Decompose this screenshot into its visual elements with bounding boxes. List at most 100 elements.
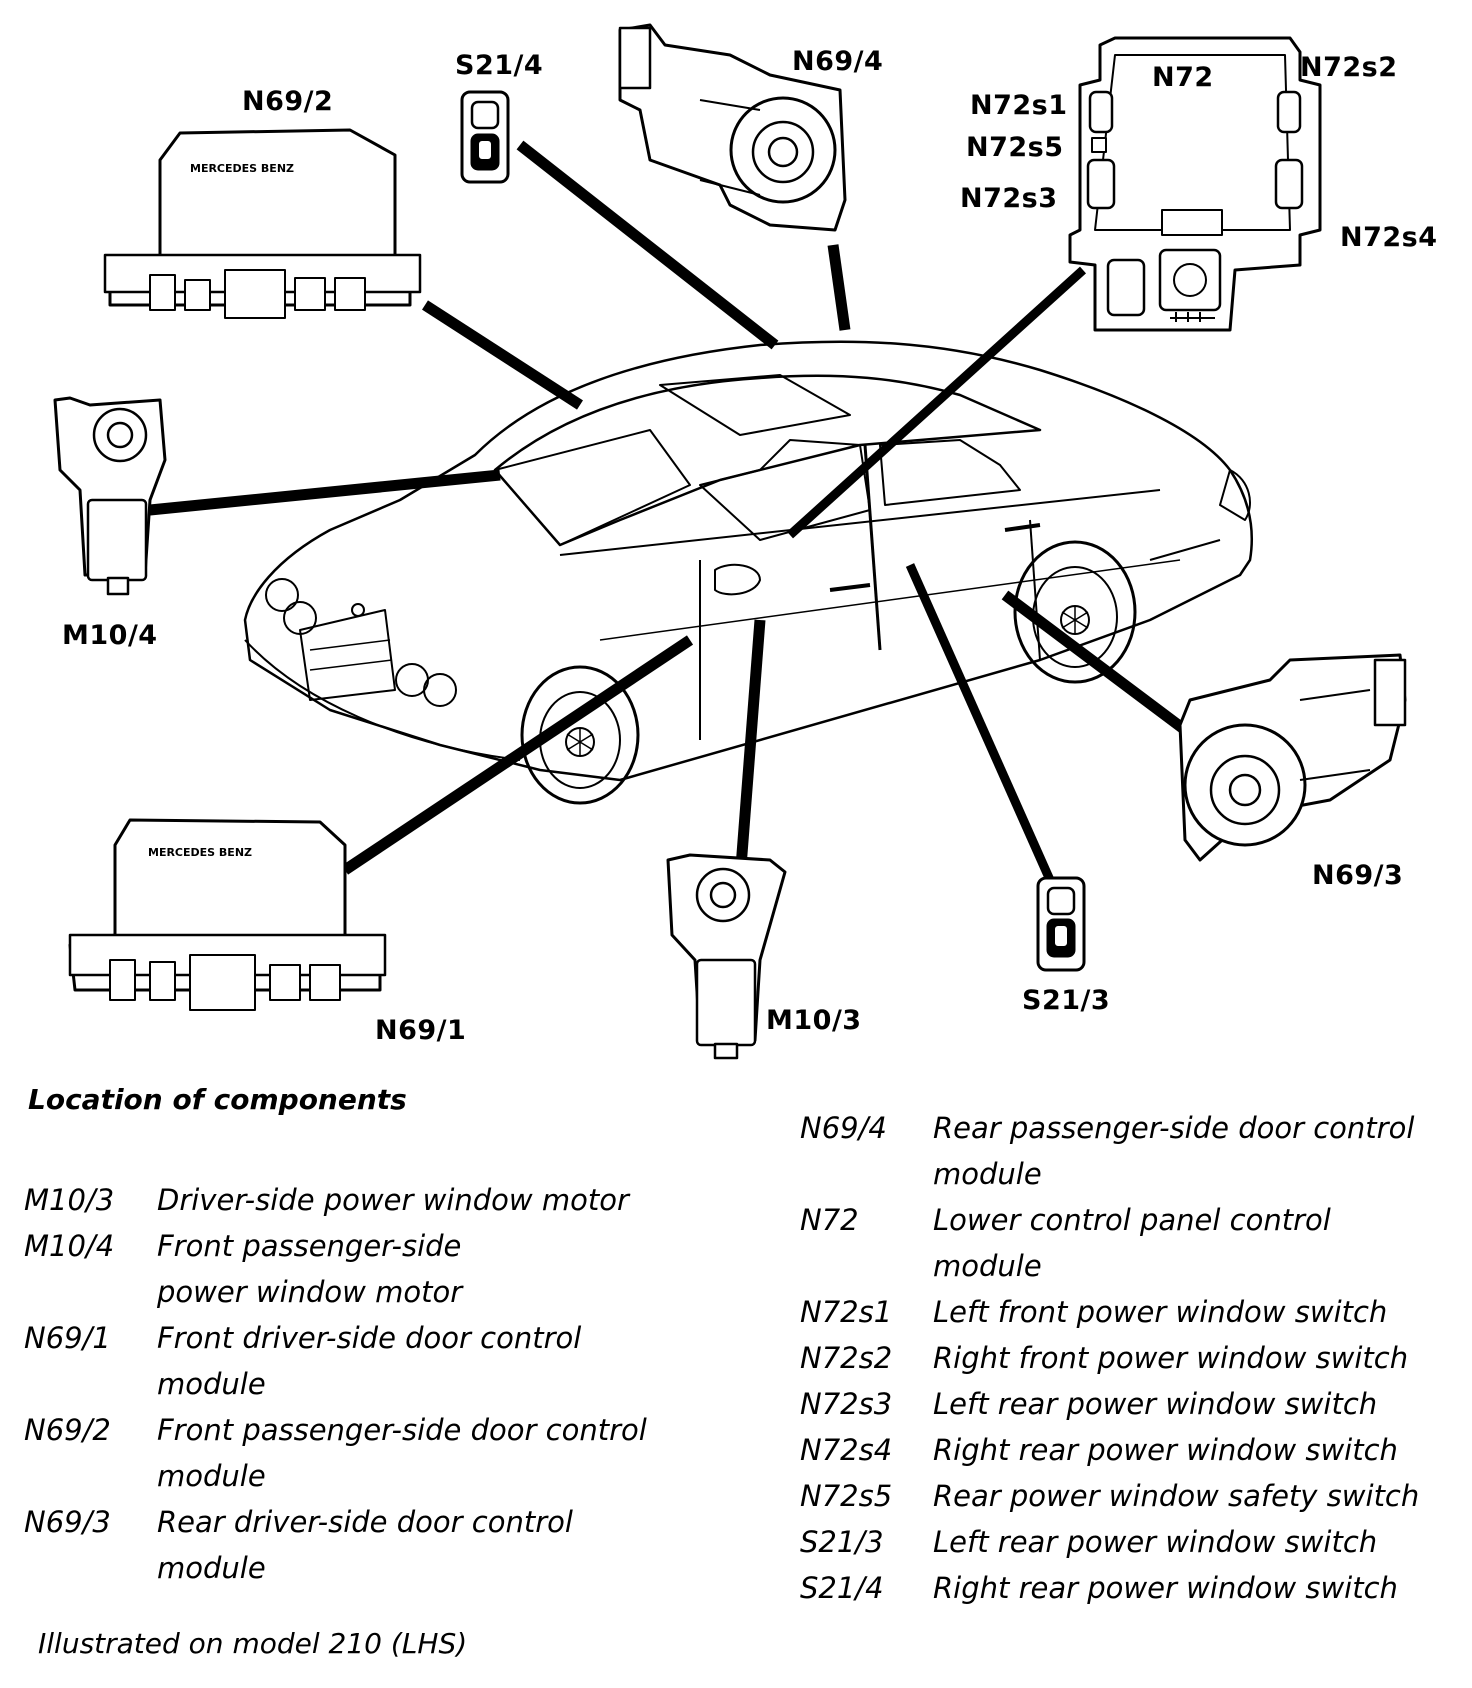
callout-n72s1: N72s1 [970,90,1068,121]
leader-n72 [786,266,1087,539]
leader-n69-2 [422,300,583,410]
n69-2-brand-text: MERCEDES BENZ [190,162,294,175]
legend-description-line: Driver-side power window motor [157,1183,629,1217]
callout-m10-3: M10/3 [766,1005,862,1036]
legend-item: N72s3 Left rear power window switch [800,1381,1460,1427]
legend-code: N72s1 [800,1295,893,1329]
legend-code: N72s2 [800,1341,893,1375]
legend-description: Right front power window switch [933,1335,1460,1381]
s21-4-switch-illustration [460,90,510,184]
legend-code: N72s5 [800,1479,893,1513]
legend-item: M10/3 Driver-side power window motor [24,1177,704,1223]
leader-n69-4 [827,244,851,331]
callout-m10-4: M10/4 [62,620,158,651]
callout-s21-3: S21/3 [1022,985,1111,1016]
legend-code: M10/4 [24,1229,115,1263]
legend-description-line: module [933,1249,1042,1283]
legend-description-line: Front passenger-side door control [157,1413,647,1447]
callout-n72s3: N72s3 [960,183,1058,214]
callout-n69-4: N69/4 [792,46,884,77]
leader-s21-4 [516,140,779,350]
legend-description: Left rear power window switch [933,1381,1460,1427]
legend-item: N69/1 Front driver-side door control modul… [24,1315,704,1407]
n72-control-panel-illustration [1068,36,1322,332]
callout-n72: N72 [1152,62,1214,93]
callout-n69-2: N69/2 [242,86,334,117]
legend-code: N69/1 [24,1321,111,1355]
legend-item: N69/3 Rear driver-side door control module [24,1499,704,1591]
legend-description-line: Left front power window switch [933,1295,1388,1329]
footnote: Illustrated on model 210 (LHS) [38,1627,468,1660]
legend-description: Rear power window safety switch [933,1473,1460,1519]
callout-n72s5: N72s5 [966,132,1064,163]
m10-3-motor-illustration [666,853,787,1060]
callout-n72s2: N72s2 [1300,52,1398,83]
legend-code: N69/4 [800,1111,887,1145]
legend-code: N72s3 [800,1387,893,1421]
legend-title: Location of components [28,1083,407,1116]
car-illustration [243,340,1254,805]
legend-item: N72 Lower control panel control module [800,1197,1460,1289]
n69-2-module-illustration: MERCEDES BENZ [103,128,422,319]
n69-1-brand-text: MERCEDES BENZ [148,846,252,859]
n69-1-module-illustration: MERCEDES BENZ [68,818,387,1011]
callout-n69-3: N69/3 [1312,860,1404,891]
legend-code: N72 [800,1203,859,1237]
m10-4-motor-illustration [53,396,167,596]
legend-description-line: Left rear power window switch [933,1525,1378,1559]
legend-item: N72s2 Right front power window switch [800,1335,1460,1381]
legend-description: Right rear power window switch [933,1565,1460,1611]
legend-description-line: Rear driver-side door control [157,1505,573,1539]
legend-code: N72s4 [800,1433,893,1467]
legend-description-line: module [157,1459,266,1493]
component-location-diagram: MERCEDES BENZ MERCEDES BENZ [53,23,1407,1060]
callout-n69-1: N69/1 [375,1015,467,1046]
leader-m10-4 [149,469,501,516]
legend-description: Rear driver-side door control module [157,1499,704,1591]
legend-code: S21/3 [800,1525,884,1559]
n69-4-motor-illustration [618,23,847,232]
legend-description-line: Right rear power window switch [933,1571,1398,1605]
legend-code: M10/3 [24,1183,115,1217]
legend-item: S21/4 Right rear power window switch [800,1565,1460,1611]
legend-item: N72s5 Rear power window safety switch [800,1473,1460,1519]
legend-description: Left front power window switch [933,1289,1460,1335]
leader-n69-3 [1001,590,1189,735]
leader-m10-3 [734,619,766,881]
legend-description-line: Lower control panel control [933,1203,1331,1237]
legend-code: S21/4 [800,1571,884,1605]
legend-item: N69/2 Front passenger-side door control mo… [24,1407,704,1499]
callout-n72s4: N72s4 [1340,222,1438,253]
legend-description: Front driver-side door control module [157,1315,704,1407]
legend-item: M10/4 Front passenger-side power window mo… [24,1223,704,1315]
s21-3-switch-illustration [1036,876,1086,972]
legend-description: Left rear power window switch [933,1519,1460,1565]
legend-description-line: Left rear power window switch [933,1387,1378,1421]
legend-description: Lower control panel control module [933,1197,1460,1289]
legend-description: Front passenger-side door control module [157,1407,704,1499]
legend-item: N72s4 Right rear power window switch [800,1427,1460,1473]
legend-description-line: Front passenger-side [157,1229,462,1263]
legend-description-line: module [933,1157,1042,1191]
leader-n69-1 [341,635,694,875]
legend-description: Driver-side power window motor [157,1177,704,1223]
callout-s21-4: S21/4 [455,50,544,81]
legend-description: Right rear power window switch [933,1427,1460,1473]
legend-item: N72s1 Left front power window switch [800,1289,1460,1335]
legend-description-line: power window motor [157,1275,463,1309]
legend-description-line: Right rear power window switch [933,1433,1398,1467]
legend-description: Front passenger-side power window motor [157,1223,704,1315]
n69-3-motor-illustration [1178,653,1407,862]
legend-code: N69/3 [24,1505,111,1539]
legend-item: S21/3 Left rear power window switch [800,1519,1460,1565]
legend-description-line: module [157,1367,266,1401]
legend-description-line: Front driver-side door control [157,1321,582,1355]
legend-code: N69/2 [24,1413,111,1447]
leader-s21-3 [905,563,1055,882]
legend-description-line: Rear power window safety switch [933,1479,1420,1513]
legend-description-line: module [157,1551,266,1585]
